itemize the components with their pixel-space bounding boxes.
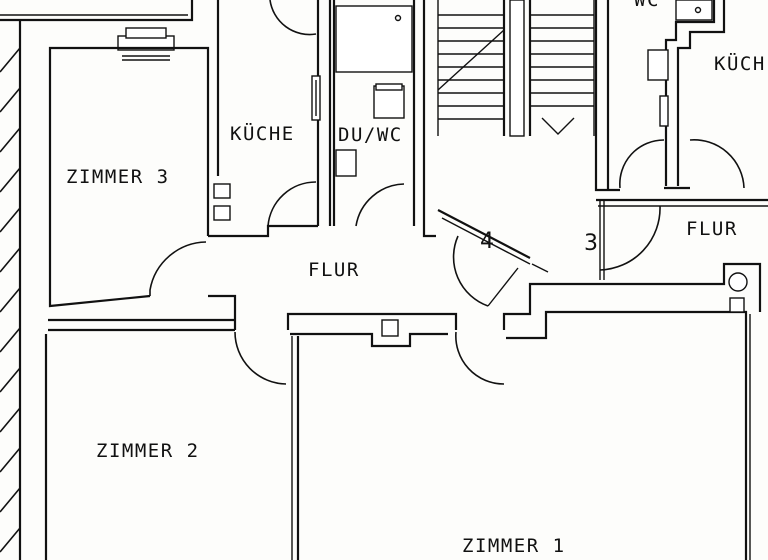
column-right (728, 272, 748, 313)
label-wc-top: WC (634, 0, 660, 11)
stair-marker-3: 3 (584, 231, 598, 256)
door-right-kueche-a (619, 139, 665, 189)
stair-marker-4: 4 (480, 229, 494, 254)
room-du-wc (311, 0, 436, 238)
door-du-wc (355, 183, 405, 227)
wall-fixture-2 (213, 205, 231, 221)
door-right-flur (599, 200, 661, 280)
washbasin (373, 85, 405, 119)
shower-tray (335, 5, 413, 73)
toilet (335, 149, 357, 177)
room-zimmer-3-walls (48, 46, 235, 332)
label-zimmer-3: ZIMMER 3 (66, 166, 170, 188)
label-du-wc: DU/WC (338, 124, 403, 146)
wall-fixture-1 (213, 183, 231, 199)
radiator-right (659, 95, 669, 127)
door-zimmer-2 (234, 331, 287, 385)
wc-bowl-right (647, 49, 669, 81)
door-zimmer-3 (149, 241, 207, 296)
top-outer-wall (0, 0, 194, 22)
door-top-left (269, 0, 317, 36)
label-flur-right: FLUR (686, 218, 738, 240)
label-kueche-right: KÜCH (714, 52, 766, 75)
wall-fixture-3 (381, 319, 399, 337)
door-zimmer-1 (455, 331, 505, 385)
right-unit-walls (594, 0, 768, 207)
label-kueche: KÜCHE (230, 122, 295, 145)
wc-cistern-right (675, 0, 713, 21)
chimney-vent (117, 27, 175, 61)
door-stair-4 (437, 209, 549, 307)
corridor-walls (44, 262, 762, 560)
label-flur-center: FLUR (308, 259, 360, 281)
door-kueche (267, 181, 317, 227)
staircase (437, 0, 595, 137)
label-zimmer-2: ZIMMER 2 (96, 440, 200, 462)
exterior-wall-hatched (0, 20, 22, 560)
door-right-kueche-b (689, 139, 745, 189)
label-zimmer-1: ZIMMER 1 (462, 535, 566, 557)
